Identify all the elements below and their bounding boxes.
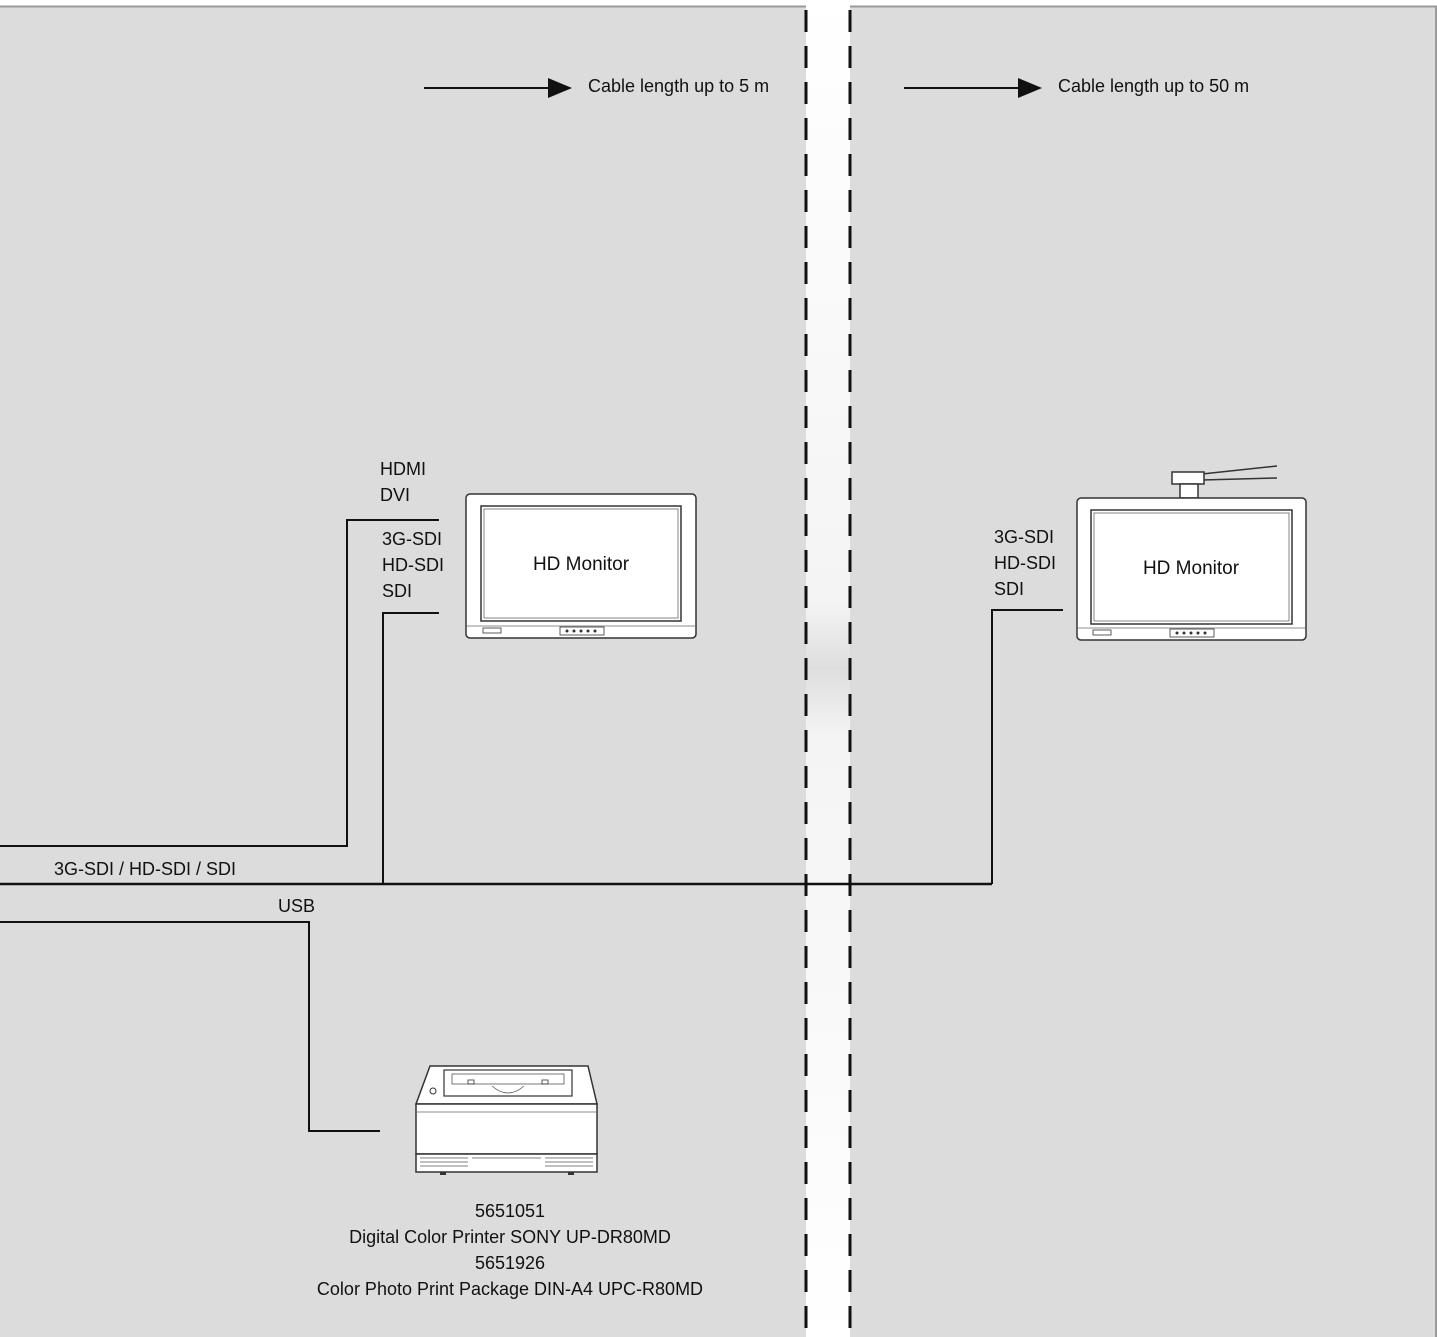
left-monitor-label: HD Monitor xyxy=(532,554,630,575)
input-label: 3G-SDI xyxy=(994,527,1055,547)
left-panel xyxy=(0,6,806,1337)
sdi-bus-label: 3G-SDI / HD-SDI / SDI xyxy=(54,859,237,879)
print-package-article-number: 5651926 xyxy=(474,1253,546,1273)
input-label: HD-SDI xyxy=(382,555,444,575)
input-label: HDMI xyxy=(380,459,426,479)
left-monitor-sdi-label: 3G-SDI HD-SDI SDI xyxy=(382,526,444,604)
input-label: HD-SDI xyxy=(994,553,1056,573)
printer-article-number: 5651051 xyxy=(474,1201,546,1221)
right-monitor-label: HD Monitor xyxy=(1142,558,1240,579)
left-monitor-hdmi-dvi-label: HDMI DVI xyxy=(380,456,426,508)
printer-icon xyxy=(414,1065,598,1175)
usb-cable xyxy=(0,921,380,1132)
input-label: DVI xyxy=(380,485,411,505)
cable-length-note-left: Cable length up to 5 m xyxy=(588,76,770,96)
printer-caption: 5651051 Digital Color Printer SONY UP-DR… xyxy=(290,1198,730,1302)
right-monitor-sdi-label: 3G-SDI HD-SDI SDI xyxy=(994,524,1056,602)
input-label: 3G-SDI xyxy=(382,529,443,549)
sdi-right-drop xyxy=(991,609,1063,884)
right-panel xyxy=(850,6,1437,1337)
input-label: SDI xyxy=(994,579,1025,599)
monitor-icon xyxy=(465,493,697,639)
gap-strip xyxy=(806,0,850,1337)
input-label: SDI xyxy=(382,581,413,601)
sdi-left-drop xyxy=(382,612,439,884)
ceiling-mount-monitor-icon xyxy=(1076,465,1307,641)
printer-name: Digital Color Printer SONY UP-DR80MD xyxy=(349,1227,671,1247)
usb-label: USB xyxy=(278,896,316,916)
cable-length-note-right: Cable length up to 50 m xyxy=(1058,76,1250,96)
print-package-name: Color Photo Print Package DIN-A4 UPC-R80… xyxy=(316,1279,704,1299)
hdmi-cable xyxy=(0,519,439,847)
